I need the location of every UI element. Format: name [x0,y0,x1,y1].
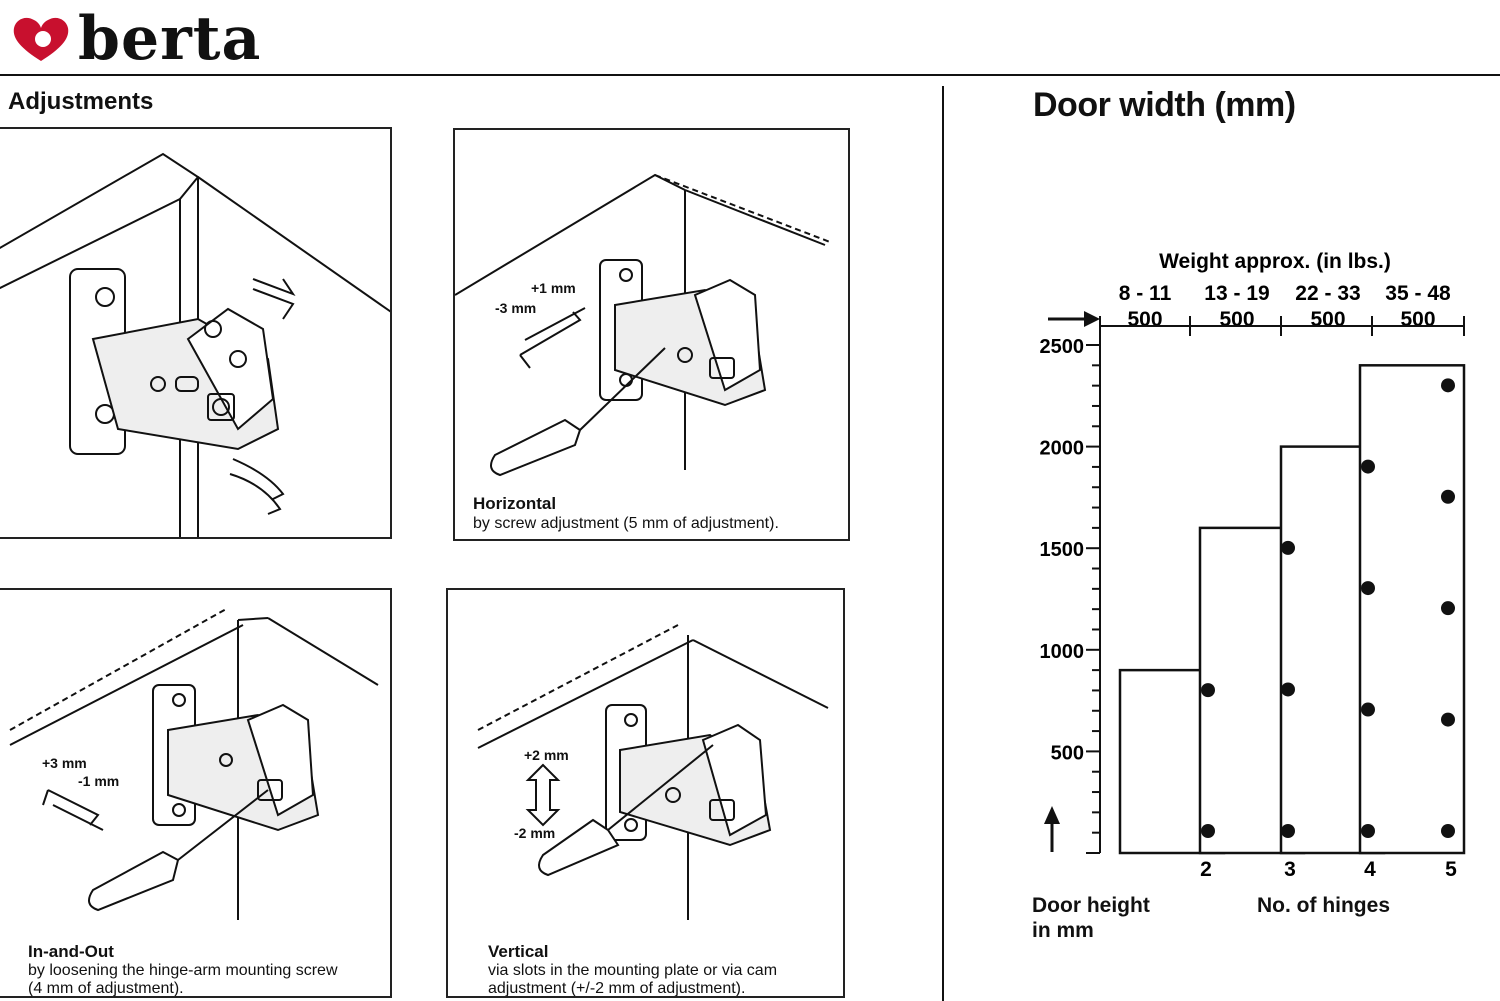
hinge-dot [1361,581,1375,596]
panel-vertical: +2 mm -2 mm Vertical via slots in the mo… [446,588,845,998]
y-axis-caption: Door height in mm [1032,893,1150,943]
column-divider [942,86,944,1001]
inout-caption-title: In-and-Out [28,942,114,961]
y-tick-label: 500 [1051,742,1084,764]
brand-logo: berta [10,8,261,70]
panel-overview [0,127,392,539]
panel-horizontal: +1 mm -3 mm Horizontal by screw adjustme… [453,128,850,541]
hinge-dot [1441,601,1455,616]
y-axis-caption-line2: in mm [1032,919,1094,942]
horizontal-plus-label: +1 mm [531,280,576,296]
heart-logo-icon [13,17,69,61]
chart-title: Door width (mm) [1033,86,1296,124]
vertical-plus-label: +2 mm [524,747,569,763]
door-width-label: 500 [1310,308,1345,331]
x-axis-caption: No. of hinges [1257,894,1390,917]
inout-plus-label: +3 mm [42,755,87,771]
hinge-dot [1201,824,1215,838]
hinge-dot [1281,682,1295,697]
panel-in-and-out: +3 mm -1 mm In-and-Out by loosening the … [0,588,392,998]
hinge-dot [1201,683,1215,698]
hinge-dot [1281,540,1295,555]
horizontal-caption-text: by screw adjustment (5 mm of adjustment)… [473,515,779,532]
y-tick-label: 2000 [1040,438,1085,460]
vertical-caption-title: Vertical [488,942,549,961]
horizontal-adjustment-illustration [455,173,831,477]
hinge-chart: Weight approx. (in lbs.) 8 - 11 13 - 19 22 … [1040,250,1466,881]
weight-range-label: 22 - 33 [1295,282,1360,305]
door-width-label: 500 [1127,308,1162,331]
door-width-label: 500 [1219,308,1254,331]
y-tick-label: 2500 [1040,336,1085,358]
in-and-out-adjustment-illustration [9,607,379,920]
door-width-label: 500 [1400,308,1435,331]
x-tick-label: 4 [1364,858,1376,881]
vertical-caption-line2: adjustment (+/-2 mm of adjustment). [488,980,746,997]
x-tick-label: 2 [1200,858,1212,881]
hinge-dot [1361,459,1375,474]
hinge-dot [1441,824,1455,838]
hinge-dot [1441,712,1455,727]
hinge-dot [1361,702,1375,717]
y-axis-caption-line1: Door height [1032,894,1150,917]
horizontal-minus-label: -3 mm [495,300,537,316]
hinge-dot [1281,824,1295,838]
inout-caption-line2: (4 mm of adjustment). [28,980,184,997]
hinge-overview-illustration [0,152,390,537]
section-title: Adjustments [8,88,154,115]
inout-caption-line1: by loosening the hinge-arm mounting scre… [28,962,338,979]
y-tick-label: 1000 [1040,641,1085,663]
y-tick-label: 1500 [1040,539,1085,561]
x-tick-label: 5 [1445,858,1457,881]
hinge-dot [1441,489,1455,504]
header-divider [0,74,1500,76]
width-arrow-icon [1084,311,1100,327]
inout-minus-label: -1 mm [78,773,120,789]
horizontal-caption-title: Horizontal [473,494,557,513]
weight-range-label: 8 - 11 [1119,282,1172,305]
weight-range-label: 13 - 19 [1204,282,1269,305]
vertical-caption-line1: via slots in the mounting plate or via c… [488,962,778,979]
vertical-adjustment-illustration [477,624,829,920]
hinge-dot [1361,824,1375,838]
weight-range-label: 35 - 48 [1385,282,1451,305]
x-tick-label: 3 [1284,858,1296,881]
height-arrow-icon [1044,806,1060,824]
brand-wordmark: berta [78,4,262,74]
weight-header: Weight approx. (in lbs.) [1159,250,1391,273]
vertical-minus-label: -2 mm [514,825,556,841]
hinge-dot [1441,378,1455,393]
